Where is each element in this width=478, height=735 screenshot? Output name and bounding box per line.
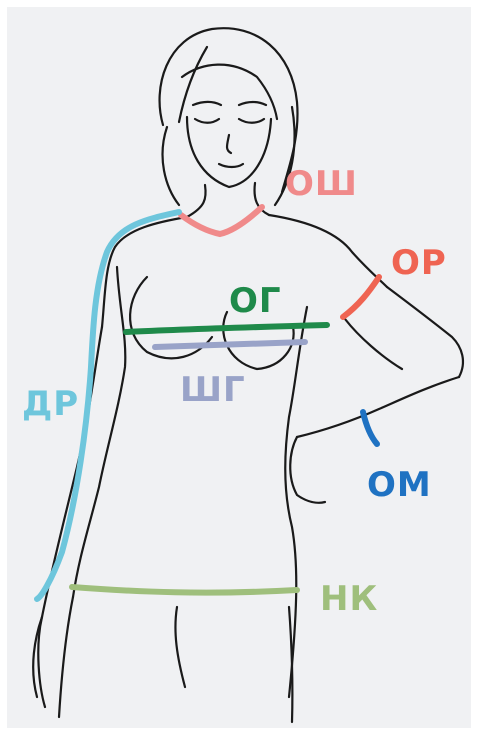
- mouth: [219, 164, 243, 167]
- body-figure: [7, 7, 471, 728]
- osh-label: ОШ: [285, 167, 358, 201]
- hair-part: [179, 47, 207, 122]
- om-line: [363, 412, 377, 444]
- hair-fringe: [182, 65, 277, 119]
- nk-label: НК: [320, 582, 378, 616]
- or-label: ОР: [391, 246, 447, 280]
- og-line: [126, 325, 327, 332]
- og-label: ОГ: [229, 284, 282, 318]
- nk-line: [72, 587, 297, 593]
- hand-on-hip: [290, 437, 325, 503]
- eye-right: [239, 119, 264, 123]
- forearm-right: [297, 377, 459, 437]
- shoulder-left: [102, 217, 187, 327]
- arm-right-inner: [345, 319, 402, 369]
- hair-strand-left: [163, 127, 179, 205]
- shg-label: ШГ: [180, 373, 246, 407]
- osh-line: [181, 207, 262, 234]
- or-line: [343, 277, 379, 317]
- brow-left: [193, 102, 221, 105]
- dr-label: ДР: [22, 387, 79, 421]
- figure-outline: [33, 28, 463, 722]
- eye-left: [195, 119, 219, 123]
- leg-left: [59, 597, 73, 717]
- nose: [227, 135, 231, 153]
- neck-left: [187, 185, 206, 217]
- shg-line: [155, 342, 305, 347]
- brow-right: [239, 102, 266, 105]
- torso-left: [73, 267, 125, 597]
- shoulder-right: [269, 215, 387, 287]
- arm-right-upper: [387, 287, 463, 377]
- diagram-canvas: ОШ ОР ОГ ШГ ДР ОМ НК: [7, 7, 471, 728]
- leg-right: [289, 607, 292, 722]
- torso-right: [285, 307, 307, 697]
- om-label: ОМ: [367, 468, 432, 502]
- leg-gap: [175, 607, 185, 687]
